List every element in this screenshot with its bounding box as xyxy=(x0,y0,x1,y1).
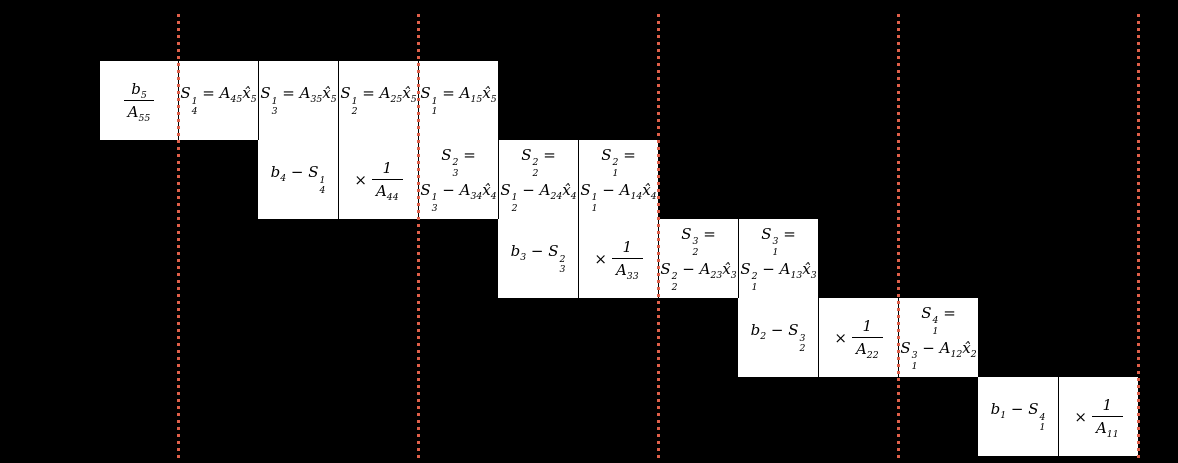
multiply-sign: × xyxy=(1074,407,1087,426)
denominator: A33 xyxy=(611,258,643,281)
numerator: 1 xyxy=(622,238,633,256)
denominator: A22 xyxy=(851,337,883,360)
stage-divider-1 xyxy=(177,14,180,462)
numerator: 1 xyxy=(1102,396,1113,414)
stage-divider-2 xyxy=(417,14,420,462)
denominator: A11 xyxy=(1091,416,1123,439)
multiply-sign: × xyxy=(594,249,607,268)
stage-divider-5 xyxy=(1137,14,1140,462)
denominator: A44 xyxy=(371,179,403,202)
numerator: 1 xyxy=(862,317,873,335)
numerator: b5 xyxy=(131,80,147,101)
numerator: 1 xyxy=(382,159,393,177)
stage-divider-3 xyxy=(657,14,660,462)
denominator: A55 xyxy=(123,100,155,123)
stage-divider-4 xyxy=(897,14,900,462)
multiply-sign: × xyxy=(354,170,367,189)
multiply-sign: × xyxy=(834,328,847,347)
